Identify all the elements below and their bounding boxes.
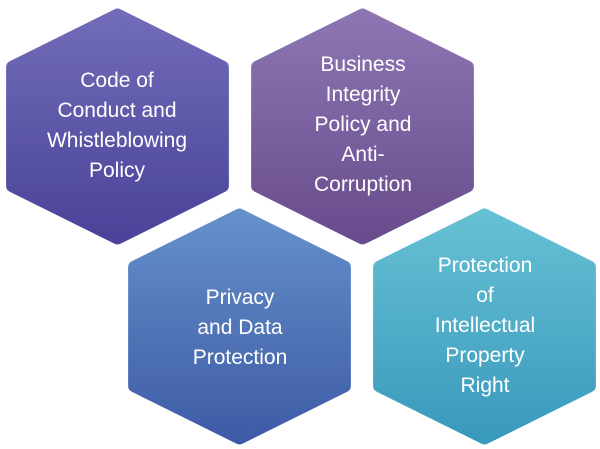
label-line: Policy xyxy=(88,159,146,182)
label-line: of xyxy=(476,284,494,307)
label-line: Property xyxy=(445,344,525,367)
label-line: Whistleblowing xyxy=(46,129,188,152)
label-line: Corruption xyxy=(313,173,413,196)
hexagon-label-intellectual-property: Protection of Intellectual Property Righ… xyxy=(385,251,585,401)
label-line: Protection xyxy=(192,346,288,369)
label-line: Intellectual xyxy=(434,314,536,337)
label-line: Right xyxy=(460,374,510,397)
label-line: Conduct and xyxy=(57,99,177,122)
label-line: Policy and xyxy=(314,113,412,136)
hexagon-label-business-integrity: Business Integrity Policy and Anti- Corr… xyxy=(263,50,463,200)
label-line: Anti- xyxy=(341,143,385,166)
label-line: Protection xyxy=(437,254,533,277)
hexagon-business-integrity xyxy=(251,8,474,245)
hexagon-privacy xyxy=(128,208,351,445)
label-line: Privacy xyxy=(205,286,275,309)
label-line: and Data xyxy=(197,316,283,339)
hexagon-code-of-conduct xyxy=(6,8,229,245)
hexagon-intellectual-property xyxy=(373,208,596,445)
label-line: Business xyxy=(320,53,406,76)
hexagon-label-code-of-conduct: Code of Conduct and Whistleblowing Polic… xyxy=(17,66,217,186)
label-line: Integrity xyxy=(325,83,401,106)
label-line: Code of xyxy=(80,69,154,92)
hexagon-label-privacy: Privacy and Data Protection xyxy=(140,283,340,373)
